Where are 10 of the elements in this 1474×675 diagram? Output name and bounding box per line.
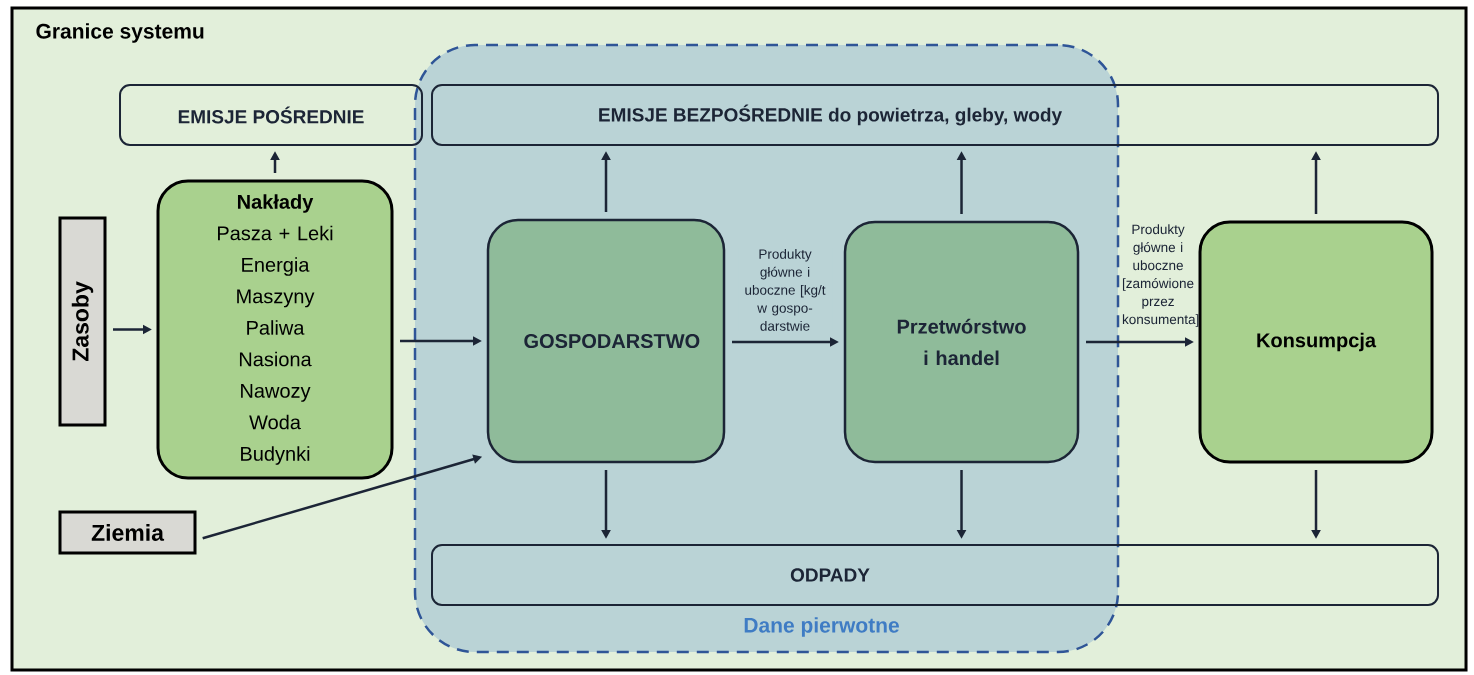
emission-box: EMISJE POŚREDNIE: [119, 84, 423, 146]
process-box: GOSPODARSTWO: [486, 218, 726, 464]
resource-box: Ziemia: [58, 510, 197, 555]
process-box: Konsumpcja: [1198, 220, 1434, 464]
process-box: Przetwórstwo i handel: [843, 220, 1080, 464]
emission-box: EMISJE BEZPOŚREDNIE do powietrza, gleby, wody: [431, 84, 1439, 146]
waste-box: ODPADY: [431, 544, 1439, 606]
edge-label: Produkty główne i uboczne [kg/t w gospo-darstwie: [738, 247, 832, 332]
resource-box: Zasoby: [58, 216, 107, 427]
input-box: Nakłady Pasza + Leki Energia Maszyny Paliwa Nasiona Nawozy Woda Budynki: [156, 179, 394, 480]
